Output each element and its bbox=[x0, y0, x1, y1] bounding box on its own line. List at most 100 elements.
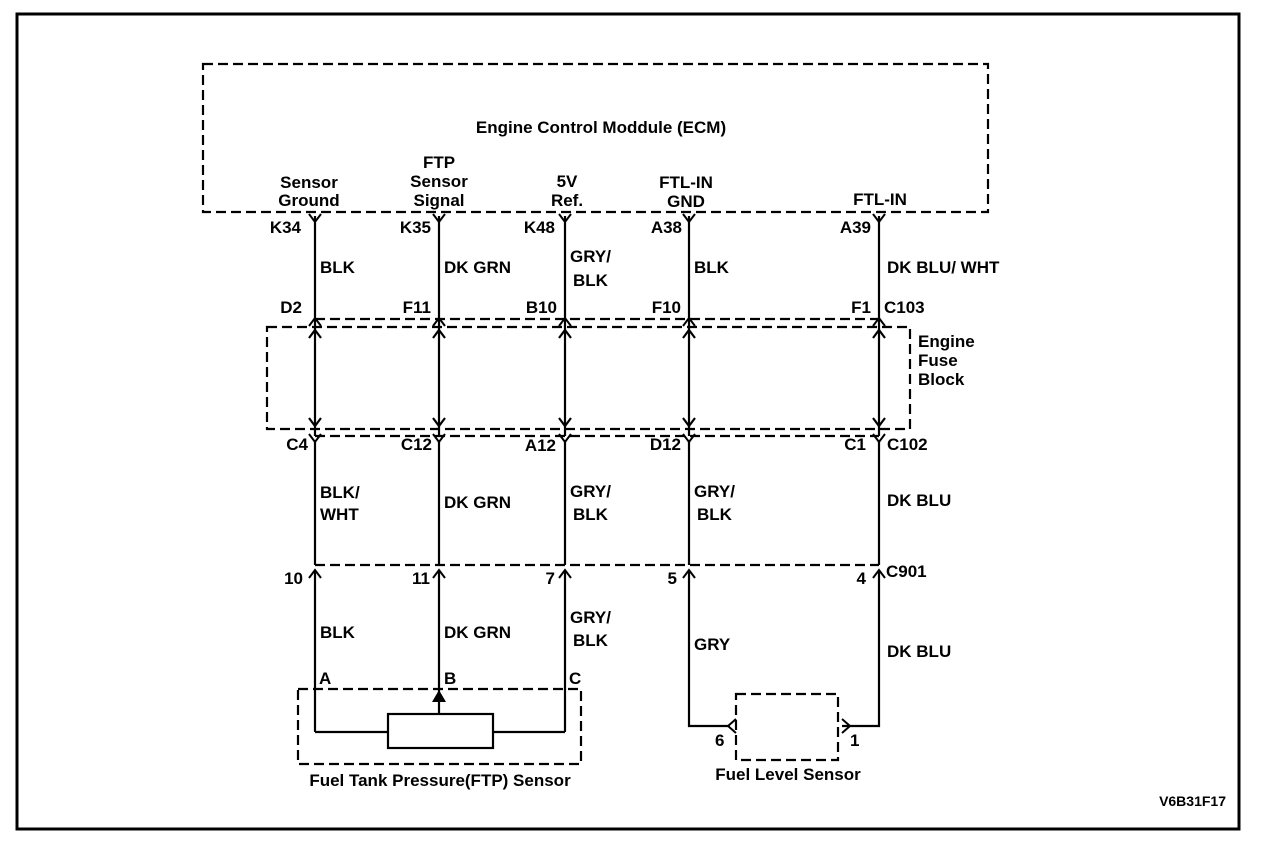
wire-color-bottom-5: DK BLU bbox=[887, 642, 951, 661]
arrow-down-2 bbox=[432, 417, 446, 428]
ecm-pin-a39: A39 bbox=[840, 218, 871, 237]
wire-color-top-5: DK BLU/ WHT bbox=[887, 258, 1000, 277]
c102-pin-c12: C12 bbox=[401, 435, 432, 454]
terminal-a38 bbox=[682, 213, 696, 224]
arrow-up-2 bbox=[432, 328, 446, 339]
c103-pin-f1: F1 bbox=[851, 298, 871, 317]
ecm-label-ftp-signal-1: FTP bbox=[423, 153, 455, 172]
wire-color-bottom-3a: GRY/ bbox=[570, 608, 611, 627]
c901-name: C901 bbox=[886, 562, 927, 581]
ecm-label-ftp-signal-3: Signal bbox=[413, 191, 464, 210]
wire-color-mid-4a: GRY/ bbox=[694, 482, 735, 501]
wires-bottom bbox=[313, 570, 881, 732]
c102-pin-c4: C4 bbox=[286, 435, 308, 454]
ecm-terminals bbox=[308, 213, 886, 224]
ecm-label-5v-ref-2: Ref. bbox=[551, 191, 583, 210]
wire-color-top-2: DK GRN bbox=[444, 258, 511, 277]
ecm-pin-k48: K48 bbox=[524, 218, 555, 237]
wire-color-mid-3a: GRY/ bbox=[570, 482, 611, 501]
terminal-b10 bbox=[558, 316, 572, 327]
arrow-down-1 bbox=[308, 417, 322, 428]
wire-color-bottom-3b: BLK bbox=[573, 631, 609, 650]
ecm-label-ftp-signal-2: Sensor bbox=[410, 172, 468, 191]
fuse-block-arrows bbox=[308, 328, 886, 428]
figure-id: V6B31F17 bbox=[1159, 793, 1226, 809]
terminal-a39 bbox=[872, 213, 886, 224]
wire-color-top-1: BLK bbox=[320, 258, 356, 277]
ecm-label-5v-ref-1: 5V bbox=[557, 172, 578, 191]
ftp-wiper-arrow bbox=[432, 690, 446, 702]
ecm-pin-k34: K34 bbox=[270, 218, 302, 237]
fuel-level-sensor-box bbox=[734, 692, 840, 762]
c103-pin-d2: D2 bbox=[280, 298, 302, 317]
terminal-1 bbox=[841, 718, 852, 734]
c102-pin-d12: D12 bbox=[650, 435, 681, 454]
wire-color-top-4: BLK bbox=[694, 258, 730, 277]
ftp-pin-a: A bbox=[319, 669, 331, 688]
terminal-k35 bbox=[432, 213, 446, 224]
wire-color-bottom-2: DK GRN bbox=[444, 623, 511, 642]
ecm-label-sensor-ground-2: Ground bbox=[278, 191, 339, 210]
wire-bottom-5 bbox=[842, 570, 881, 728]
wires-middle bbox=[313, 440, 881, 565]
wire-color-top-3a: GRY/ bbox=[570, 247, 611, 266]
wires-top bbox=[313, 216, 881, 318]
c102-name: C102 bbox=[887, 435, 928, 454]
arrow-up-1 bbox=[308, 328, 322, 339]
wire-bottom-4 bbox=[687, 570, 730, 728]
terminal-f10 bbox=[682, 316, 696, 327]
fuse-block-wires bbox=[313, 319, 881, 436]
fuse-block-label-1: Engine bbox=[918, 332, 975, 351]
arrow-down-5 bbox=[872, 417, 886, 428]
ecm-title: Engine Control Moddule (ECM) bbox=[476, 118, 726, 137]
c103-name: C103 bbox=[884, 298, 925, 317]
arrow-up-4 bbox=[682, 328, 696, 339]
wire-color-mid-1a: BLK/ bbox=[320, 483, 360, 502]
wire-color-top-3b: BLK bbox=[573, 271, 609, 290]
arrow-up-5 bbox=[872, 328, 886, 339]
diagram-frame bbox=[15, 12, 1241, 831]
ftp-pin-b: B bbox=[444, 669, 456, 688]
c901-pin-10: 10 bbox=[284, 569, 303, 588]
ftp-resistor bbox=[386, 712, 495, 750]
terminal-k34 bbox=[308, 213, 322, 224]
terminal-k48 bbox=[558, 213, 572, 224]
c102-pin-a12: A12 bbox=[525, 436, 556, 455]
c103-pin-f10: F10 bbox=[652, 298, 681, 317]
wire-color-bottom-1: BLK bbox=[320, 623, 356, 642]
wire-color-mid-4b: BLK bbox=[697, 505, 733, 524]
fls-pin-1: 1 bbox=[850, 731, 859, 750]
c901-terminals bbox=[308, 568, 886, 579]
c901-pin-7: 7 bbox=[546, 569, 555, 588]
arrow-up-3 bbox=[558, 328, 572, 339]
c103-pin-f11: F11 bbox=[403, 298, 431, 317]
terminal-f1 bbox=[872, 316, 886, 327]
wire-color-mid-1b: WHT bbox=[320, 505, 359, 524]
wire-color-mid-3b: BLK bbox=[573, 505, 609, 524]
wire-color-mid-2: DK GRN bbox=[444, 493, 511, 512]
c901-pin-4: 4 bbox=[857, 569, 867, 588]
fuse-block-label-3: Block bbox=[918, 370, 965, 389]
terminal-d2 bbox=[308, 316, 322, 327]
c103-pin-b10: B10 bbox=[526, 298, 557, 317]
fuel-level-sensor-name: Fuel Level Sensor bbox=[715, 765, 861, 784]
arrow-down-4 bbox=[682, 417, 696, 428]
c901-pin-5: 5 bbox=[668, 569, 677, 588]
ecm-label-ftl-in: FTL-IN bbox=[853, 190, 907, 209]
wire-color-mid-5: DK BLU bbox=[887, 491, 951, 510]
c103-terminals bbox=[308, 316, 886, 327]
ftp-pin-c: C bbox=[569, 669, 581, 688]
c102-pin-c1: C1 bbox=[844, 435, 866, 454]
wire-color-bottom-4: GRY bbox=[694, 635, 731, 654]
ecm-label-ftl-gnd-2: GND bbox=[667, 192, 705, 211]
terminal-f11 bbox=[432, 316, 446, 327]
ftp-sensor-box bbox=[296, 687, 583, 766]
ftp-sensor-name: Fuel Tank Pressure(FTP) Sensor bbox=[309, 771, 571, 790]
arrow-down-3 bbox=[558, 417, 572, 428]
terminal-6 bbox=[726, 718, 737, 734]
fuse-block-box bbox=[265, 325, 912, 431]
ecm-label-sensor-ground-1: Sensor bbox=[280, 173, 338, 192]
fls-pin-6: 6 bbox=[715, 731, 724, 750]
c901-pin-11: 11 bbox=[412, 569, 430, 588]
